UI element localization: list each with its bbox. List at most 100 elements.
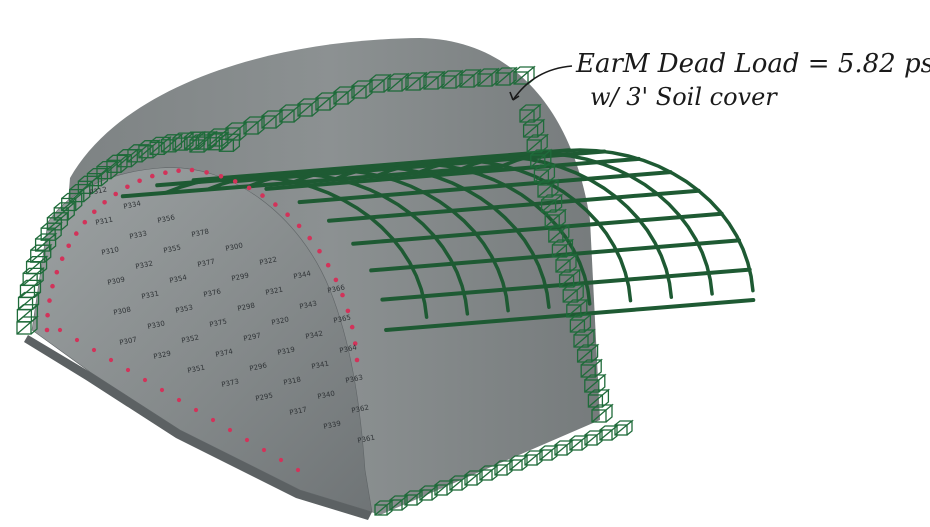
support-node-dot <box>285 212 290 217</box>
support-node-dot <box>125 367 131 373</box>
load-box <box>333 85 356 105</box>
load-box-edges <box>69 183 92 203</box>
support-node-dot <box>163 170 168 175</box>
support-node-dot <box>57 327 63 333</box>
plate-label: P311 <box>95 215 114 226</box>
load-box-edges <box>207 127 230 147</box>
plate-label: P342 <box>305 329 324 340</box>
load-box <box>405 71 428 91</box>
end-face <box>31 167 373 513</box>
load-box <box>351 79 374 99</box>
plate-label: P340 <box>317 389 336 400</box>
load-box <box>116 148 140 168</box>
support-node-dot <box>189 167 195 173</box>
load-box-front <box>459 74 475 88</box>
support-nodes <box>44 167 360 473</box>
load-box <box>315 91 338 111</box>
support-node-dot <box>125 184 130 190</box>
load-box-front <box>369 79 385 93</box>
load-box-front <box>569 439 583 451</box>
support-node-dot <box>50 283 55 289</box>
support-node-dot <box>45 312 50 318</box>
load-box-front <box>61 197 77 212</box>
load-box <box>86 167 110 187</box>
load-box-front <box>279 109 295 123</box>
load-box-edges <box>87 167 110 187</box>
load-box <box>297 97 320 117</box>
plate-label: P363 <box>345 373 364 384</box>
plate-label: P309 <box>107 275 126 286</box>
load-box-front <box>116 154 132 168</box>
support-node-dot <box>159 387 165 393</box>
support-node-dot <box>47 298 52 303</box>
load-frame <box>16 65 634 516</box>
support-node-dot <box>150 173 155 179</box>
load-box-edges <box>591 403 614 423</box>
load-box-front <box>225 127 241 141</box>
support-node-dot <box>246 185 252 191</box>
load-box <box>261 109 284 129</box>
load-box-front <box>30 249 46 263</box>
load-box <box>387 72 410 92</box>
support-node-dot <box>349 324 355 330</box>
plate-label: P317 <box>289 405 308 416</box>
support-node-dot <box>92 209 97 215</box>
load-box <box>279 103 302 123</box>
mesh-grid <box>120 148 756 332</box>
load-box-edges <box>279 103 302 123</box>
support-node-dot <box>59 256 65 262</box>
plate-label: P300 <box>225 241 244 252</box>
support-node-dot <box>108 357 114 363</box>
load-box-edges <box>387 72 410 92</box>
load-box <box>513 65 536 85</box>
load-box-front <box>315 97 331 111</box>
load-box-edges <box>61 192 84 211</box>
support-node-dot <box>74 337 80 343</box>
load-box-front <box>40 227 56 241</box>
mesh-longitudinal-line <box>264 156 641 191</box>
load-box-edges <box>96 160 119 180</box>
support-node-dot <box>273 202 278 207</box>
plate-label: P298 <box>237 301 256 312</box>
plate-label: P353 <box>175 303 194 314</box>
load-box-front <box>387 78 403 92</box>
support-node-dot <box>261 447 267 453</box>
load-box-front <box>405 77 421 91</box>
annotation-leader-tip <box>509 91 520 101</box>
support-node-dot <box>307 235 313 241</box>
load-box-edges <box>26 255 49 275</box>
plate-label: P352 <box>181 333 200 344</box>
plate-label: P361 <box>357 433 376 444</box>
load-box-front <box>495 72 511 86</box>
mesh-circumferential-line <box>205 171 470 316</box>
support-node-dot <box>325 262 331 268</box>
load-box <box>591 403 614 423</box>
load-box <box>207 127 230 147</box>
load-box-front <box>172 137 188 151</box>
load-box-front <box>449 479 463 491</box>
load-box-edges <box>315 91 338 111</box>
plate-label: P364 <box>339 343 358 355</box>
support-node-dot <box>210 417 216 423</box>
mesh-longitudinal-line <box>120 164 504 199</box>
plate-label: P329 <box>153 349 172 360</box>
load-box <box>423 70 446 90</box>
plate-label: P351 <box>187 363 206 374</box>
plate-label: P377 <box>197 257 216 268</box>
support-node-dot <box>54 269 60 275</box>
plate-label: P375 <box>209 317 228 328</box>
load-box-edges <box>405 71 428 91</box>
load-box <box>225 121 248 141</box>
load-box-front <box>419 489 433 501</box>
load-box-front <box>494 464 508 476</box>
load-box-front <box>441 75 457 89</box>
plate-label: P333 <box>129 229 148 240</box>
mesh-circumferential-line <box>289 164 551 309</box>
support-node-dot <box>66 243 71 249</box>
load-box-front <box>434 484 448 496</box>
plate-label: P365 <box>333 313 352 324</box>
plate-label: P374 <box>215 347 234 359</box>
support-node-dot <box>333 277 339 283</box>
load-box-edges <box>369 73 392 93</box>
